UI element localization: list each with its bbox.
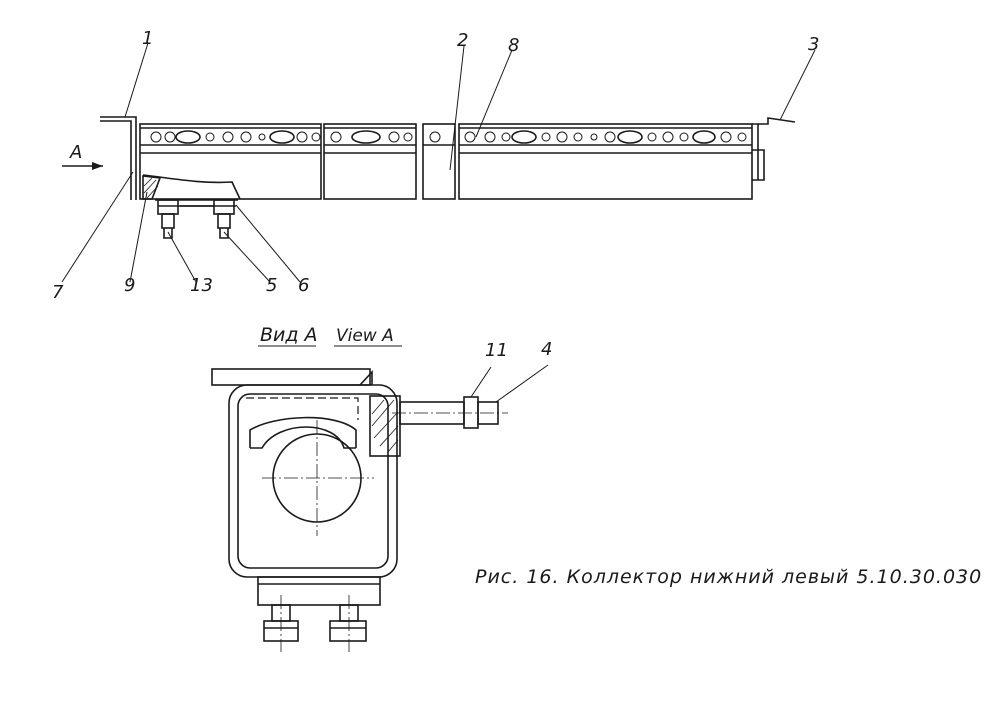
callout-4: 4 (541, 339, 552, 360)
callout-7: 7 (52, 282, 64, 303)
view-arrow-label: A (69, 142, 82, 163)
bottom-fittings (155, 199, 238, 239)
callout-13: 13 (190, 275, 213, 296)
callout-1: 1 (142, 28, 153, 49)
callout-8: 8 (508, 35, 519, 56)
callout-labels: 1 2 8 3 A 7 9 13 5 6 11 4 (52, 28, 819, 361)
callout-3: 3 (808, 34, 819, 55)
figure-caption: Рис. 16. Коллектор нижний левый 5.10.30.… (475, 566, 982, 588)
leader-lines (61, 42, 816, 283)
section-title: Вид А View A (258, 324, 402, 347)
callout-6: 6 (298, 275, 309, 296)
callout-11: 11 (485, 340, 508, 361)
view-title-ru: Вид А (260, 324, 318, 346)
callout-2: 2 (457, 30, 468, 51)
collector-side-view (61, 42, 816, 283)
hole-row (150, 130, 747, 144)
view-title-en: View A (336, 326, 394, 346)
view-a-cross-section (211, 364, 549, 652)
callout-9: 9 (124, 275, 135, 296)
hatched-weld (142, 175, 162, 200)
callout-5: 5 (266, 275, 277, 296)
